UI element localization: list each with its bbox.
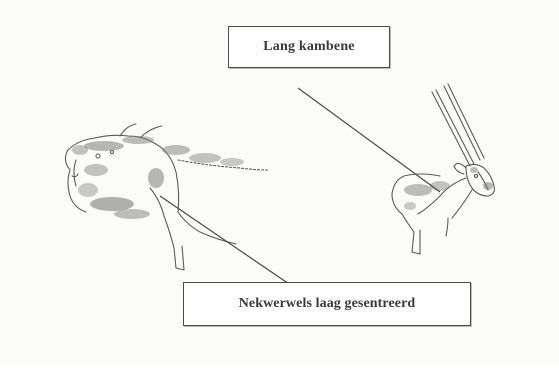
left-animal-shading — [72, 136, 244, 219]
label-long-shinbones: Lang kambene — [228, 26, 390, 68]
leader-line-bottom — [160, 196, 292, 286]
right-animal-drawing — [392, 84, 494, 254]
label-neck-vertebrae: Nekwerwels laag gesentreerd — [183, 282, 471, 326]
leader-line-top — [298, 88, 440, 192]
